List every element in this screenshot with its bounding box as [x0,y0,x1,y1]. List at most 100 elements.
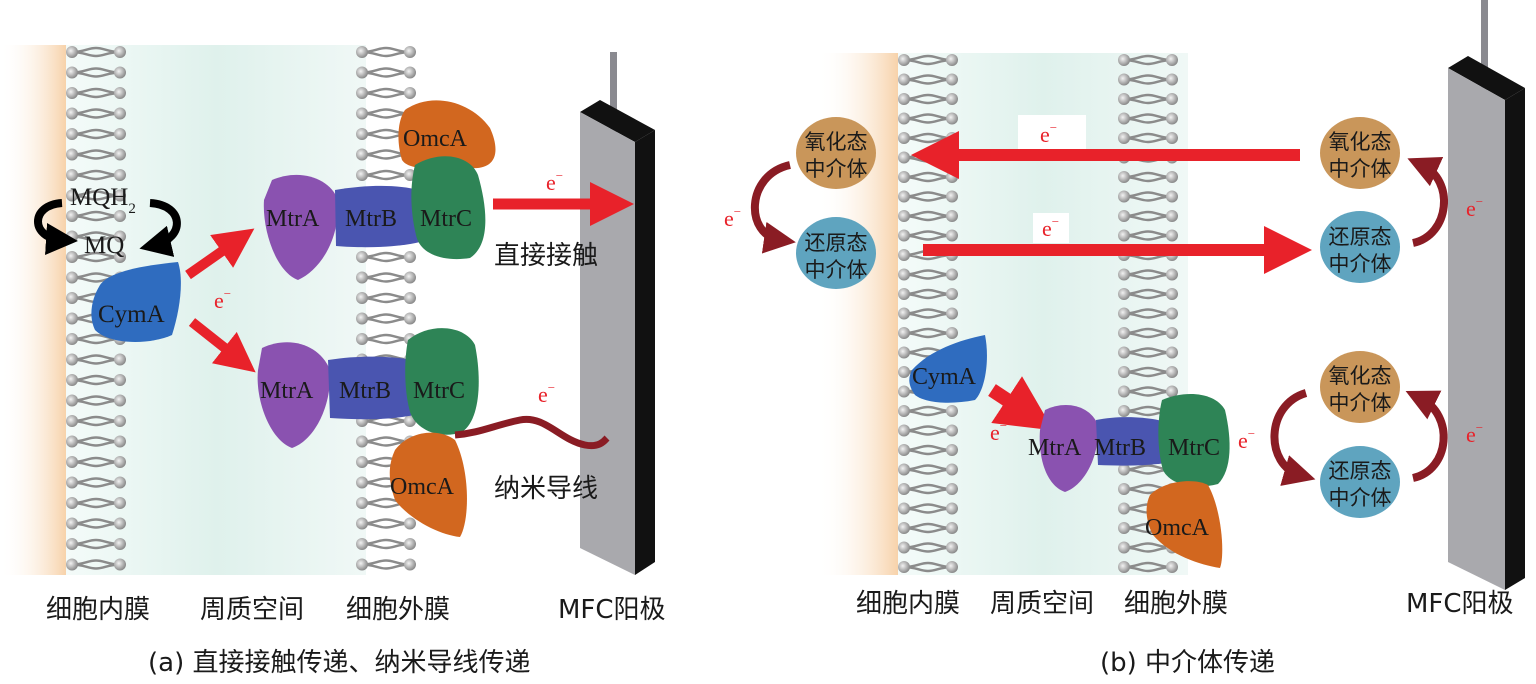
cyma-protein [91,262,181,342]
reduction-cycle-arrow [1270,389,1316,486]
mtra-protein [1039,405,1099,492]
mtrb-label: MtrB [339,378,391,404]
anode-wire [1481,0,1488,90]
oxidation-cycle-arrow [1407,157,1448,247]
cyma-protein [909,335,987,403]
mtra-label: MtrA [1028,435,1082,461]
label-bg [1018,115,1086,149]
reduced-mediator-lower [1320,446,1400,518]
electron-label: e− [1466,420,1483,447]
electron-label: e− [546,168,563,195]
lipid [354,331,418,347]
mfc-anode [1448,0,1525,590]
quinone-cycle: MQH2 MQ [34,184,181,259]
inner-membrane-label: 细胞内膜 [856,589,960,619]
cyma-label: CymA [912,364,977,390]
mediator-label: 中介体 [805,157,868,181]
electron-arrow-down [188,318,256,373]
lipid [354,85,418,101]
mtrb-label: MtrB [1094,435,1146,461]
mediator-label: 中介体 [1329,486,1392,510]
mediator-label: 中介体 [1329,157,1392,181]
mediator-label: 氧化态 [1329,130,1392,154]
nanowire [454,415,610,450]
mtrc-label: MtrC [1168,435,1220,461]
lipid [354,270,418,285]
mtrc-protein [1158,394,1230,487]
mtrc-protein [411,156,486,260]
mtrc-protein [405,328,479,435]
mtrb-protein [328,356,414,420]
reduction-cycle-arrow [751,161,796,254]
lipid [354,311,418,326]
outer-membrane-label: 细胞外膜 [1124,589,1228,619]
omca-label: OmcA [1145,515,1210,541]
electron-label: e− [990,418,1007,445]
lipid [354,536,418,552]
cyma-label: CymA [98,301,165,328]
oxidized-mediator-lower [1320,351,1400,423]
lipid [354,65,418,80]
mtra-label: MtrA [266,206,320,232]
oxidized-mediator-left [796,117,876,189]
cycle-arrow-right [139,199,181,257]
electron-arrow-up [185,228,255,280]
periplasm-label: 周质空间 [200,595,304,625]
reduced-mediator-left [796,217,876,289]
lipid [354,167,418,183]
mediator-label: 氧化态 [1329,364,1392,388]
omca-protein [1146,481,1223,568]
reduced-mediator-right [1320,211,1400,283]
oxidation-cycle-arrow [1405,390,1448,482]
omca-protein [389,432,467,537]
electron-label: e− [1040,120,1057,147]
lipid [354,557,418,572]
mediator-label: 还原态 [1329,459,1392,483]
oxidized-mediator-right [1320,117,1400,189]
label-bg [1033,213,1069,243]
mediator-label: 中介体 [1329,391,1392,415]
electron-label: e− [1466,194,1483,221]
nanowire-label: 纳米导线 [494,474,598,504]
anode-label: MFC阳极 [1406,589,1514,619]
mtrc-label: MtrC [413,378,465,404]
mediator-label: 还原态 [805,231,868,255]
cycle-arrow-left [34,199,78,255]
mtra-label: MtrA [260,378,314,404]
mtra-protein [257,342,331,448]
anode-wire [610,52,617,142]
electron-label: e− [1238,426,1255,453]
electron-label: e− [724,204,741,231]
mtrb-protein [1096,417,1166,466]
lipid [354,44,418,60]
electron-label: e− [214,286,231,313]
mtrc-label: MtrC [420,206,472,232]
mediator-label: 还原态 [1329,225,1392,249]
anode-label: MFC阳极 [558,595,666,625]
lipid [354,516,418,531]
mtrb-protein [335,185,420,248]
lower-mtr-complex: MtrA MtrB MtrC OmcA [257,328,479,537]
electron-label: e− [1042,214,1059,241]
mqh2-label: MQH2 [70,184,136,217]
mfc-anode [580,52,655,575]
electron-label: e− [538,380,555,407]
mediator-label: 中介体 [805,258,868,282]
panel-a-caption: (a) 直接接触传递、纳米导线传递 [148,648,531,678]
mtra-protein [263,174,339,280]
panel-a: MQH2 MQ CymA e− OmcA MtrA MtrB MtrC e− 直… [0,44,666,678]
direct-contact-label: 直接接触 [494,241,598,271]
panel-b: 氧化态 中介体 还原态 中介体 e− e− e− 氧化态 中介体 还原态 中介体… [724,0,1525,678]
inner-membrane-label: 细胞内膜 [46,595,150,625]
mq-label: MQ [84,232,124,259]
upper-mtr-complex: OmcA MtrA MtrB MtrC [263,100,496,280]
omca-label: OmcA [390,474,455,500]
mediator-label: 氧化态 [805,130,868,154]
mtrb-label: MtrB [345,206,397,232]
omca-label: OmcA [403,126,468,152]
periplasm-label: 周质空间 [990,589,1094,619]
mediator-label: 中介体 [1329,252,1392,276]
lipid [354,249,418,265]
outer-membrane-label: 细胞外膜 [346,595,450,625]
